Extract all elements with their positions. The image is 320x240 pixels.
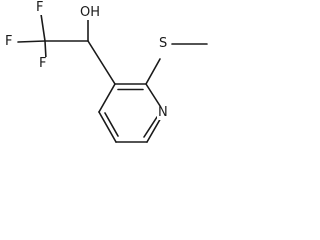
atom-label-hydroxyl: OH (79, 5, 102, 20)
molecule-drawing (17, 13, 208, 143)
structure-canvas: F F F OH S N (0, 0, 210, 157)
atom-label-sulfur: S (158, 36, 169, 51)
bond-ring-n-c6 (146, 115, 163, 143)
bond-ring-c2-n (145, 83, 163, 110)
bond-choh-ring (87, 40, 116, 85)
bond-ring-c5-c4-inner (104, 112, 119, 137)
atom-label-f-left: F (4, 34, 14, 49)
atom-label-f-bottom: F (38, 56, 48, 71)
bond-ring-c4-c3 (98, 83, 116, 113)
bond-c2-s (145, 58, 161, 85)
bond-ring-c5-c4 (98, 111, 117, 143)
bond-ring-n-c6-inner (143, 116, 158, 138)
bond-cf3-f-left (17, 40, 46, 43)
bond-cf3-f-top (40, 13, 46, 42)
atom-label-f-top: F (35, 0, 45, 15)
bond-cf3-f-bottom (44, 40, 47, 60)
atom-label-nitrogen: N (157, 105, 169, 120)
